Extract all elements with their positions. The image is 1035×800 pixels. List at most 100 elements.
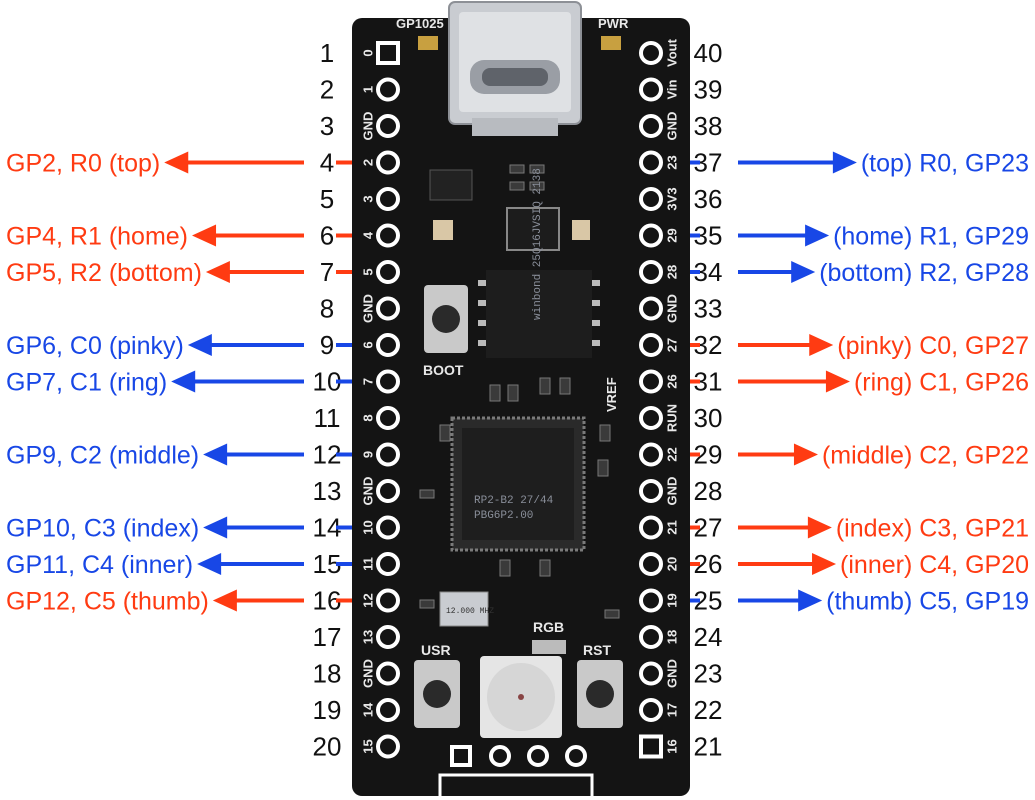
right-arrow-head-row-9 [809,334,833,356]
left-pin-number-7: 7 [320,257,334,287]
right-arrow-head-row-12 [794,444,818,466]
led-gp25-label: GP1025 [396,16,444,31]
right-arrow-head-row-15 [812,553,836,575]
left-label-row-10: GP7, C1 (ring) [6,369,167,397]
flash-chip-label: winbond 25Q16JVSIQ 2138 [532,168,544,320]
right-pin-silk-33: GND [665,294,680,323]
chip-line-2: PBG6P2.00 [474,510,533,522]
left-label-row-16: GP12, C5 (thumb) [6,588,209,616]
right-pin-number-33: 33 [694,294,723,324]
left-pin-silk-5: 3 [361,195,376,202]
left-pin-silk-16: 12 [361,593,376,607]
right-pin-silk-35: 29 [665,228,680,242]
left-pin-number-5: 5 [320,184,334,214]
left-pin-number-13: 13 [313,476,342,506]
right-label-row-7: (bottom) R2, GP28 [819,259,1029,287]
left-pin-number-11: 11 [314,403,341,433]
left-label-row-7: GP5, R2 (bottom) [6,259,202,287]
left-pin-number-17: 17 [313,622,342,652]
right-label-row-14: (index) C3, GP21 [836,515,1029,543]
right-label-row-9: (pinky) C0, GP27 [837,332,1029,360]
right-pin-silk-38: GND [665,112,680,141]
left-pin-silk-8: GND [361,294,376,323]
left-label-row-15: GP11, C4 (inner) [6,551,193,579]
left-arrow-head-row-12 [203,444,227,466]
led-pwr [601,36,621,50]
right-arrow-head-row-6 [805,225,829,247]
left-pin-silk-11: 8 [361,414,376,421]
right-pin-silk-31: 26 [665,374,680,388]
left-pin-silk-15: 11 [361,557,376,571]
right-pin-silk-25: 19 [665,593,680,607]
left-arrow-head-row-7 [206,261,230,283]
right-pin-silk-28: GND [665,477,680,506]
left-arrow-head-row-10 [171,371,195,393]
right-pin-number-39: 39 [694,75,723,105]
left-pin-silk-13: GND [361,477,376,506]
usr-button-label: USR [421,642,451,658]
left-pin-number-3: 3 [320,111,334,141]
right-arrow-head-row-10 [826,371,850,393]
vref-chip-label: VREF [604,377,619,412]
left-pin-silk-12: 9 [361,451,376,458]
left-pin-silk-1: 0 [361,49,376,56]
left-pin-silk-9: 6 [361,341,376,348]
chip-line-1: RP2-B2 27/44 [474,495,554,507]
right-pin-silk-37: 23 [665,155,680,169]
left-pin-number-1: 1 [320,38,334,68]
right-pin-silk-30: RUN [665,404,680,432]
left-arrow-head-row-14 [203,517,227,539]
right-pin-number-21: 21 [694,732,723,762]
left-pin-silk-17: 13 [361,630,376,644]
left-pin-number-18: 18 [313,659,342,689]
left-pin-silk-14: 10 [361,520,376,534]
left-pin-number-19: 19 [313,695,342,725]
rp2040-chip: RP2-B2 27/44 PBG6P2.00 [452,418,584,550]
left-label-row-9: GP6, C0 (pinky) [6,332,184,360]
usr-button[interactable] [414,660,460,728]
left-pin-silk-19: 14 [361,702,376,717]
right-pin-number-22: 22 [694,695,723,725]
right-arrow-head-row-7 [791,261,815,283]
left-pin-silk-10: 7 [361,378,376,385]
right-label-row-15: (inner) C4, GP20 [840,551,1029,579]
left-label-row-4: GP2, R0 (top) [6,150,160,178]
right-label-row-16: (thumb) C5, GP19 [826,588,1029,616]
left-pin-silk-4: 2 [361,159,376,166]
left-pin-number-6: 6 [320,221,334,251]
right-pin-silk-24: 18 [665,630,680,644]
left-arrow-head-row-9 [188,334,212,356]
left-pin-silk-2: 1 [361,86,376,93]
right-arrow-head-row-16 [798,590,822,612]
right-pin-silk-23: GND [665,659,680,688]
right-arrow-head-row-14 [808,517,832,539]
rst-button[interactable] [577,660,623,728]
rgb-label: RGB [533,619,564,635]
right-pin-number-38: 38 [694,111,723,141]
right-pin-silk-34: 28 [665,265,680,279]
right-pin-silk-27: 21 [665,520,680,534]
right-pin-silk-39: Vin [665,79,680,99]
right-pin-silk-22: 17 [665,703,680,717]
right-pin-number-30: 30 [694,403,723,433]
led-gp25 [418,36,438,50]
left-pin-number-8: 8 [320,294,334,324]
right-annotations: (top) R0, GP23(home) R1, GP29(bottom) R2… [690,150,1029,616]
left-pin-silk-20: 15 [361,739,376,753]
right-arrow-head-row-4 [833,152,857,174]
crystal-label: 12.000 MHZ [446,607,494,616]
left-pin-silk-6: 4 [361,231,376,239]
led-pwr-label: PWR [598,16,629,31]
boot-button[interactable] [424,285,468,353]
right-label-row-4: (top) R0, GP23 [861,150,1029,178]
left-pin-number-4: 4 [320,148,334,178]
right-pin-silk-36: 3V3 [665,187,680,210]
left-arrow-head-row-16 [213,590,237,612]
right-pin-number-40: 40 [694,38,723,68]
right-pin-number-24: 24 [694,622,723,652]
left-arrow-head-row-15 [197,553,221,575]
left-pin-silk-7: 5 [361,268,376,275]
right-label-row-10: (ring) C1, GP26 [854,369,1029,397]
left-pin-number-2: 2 [320,75,334,105]
